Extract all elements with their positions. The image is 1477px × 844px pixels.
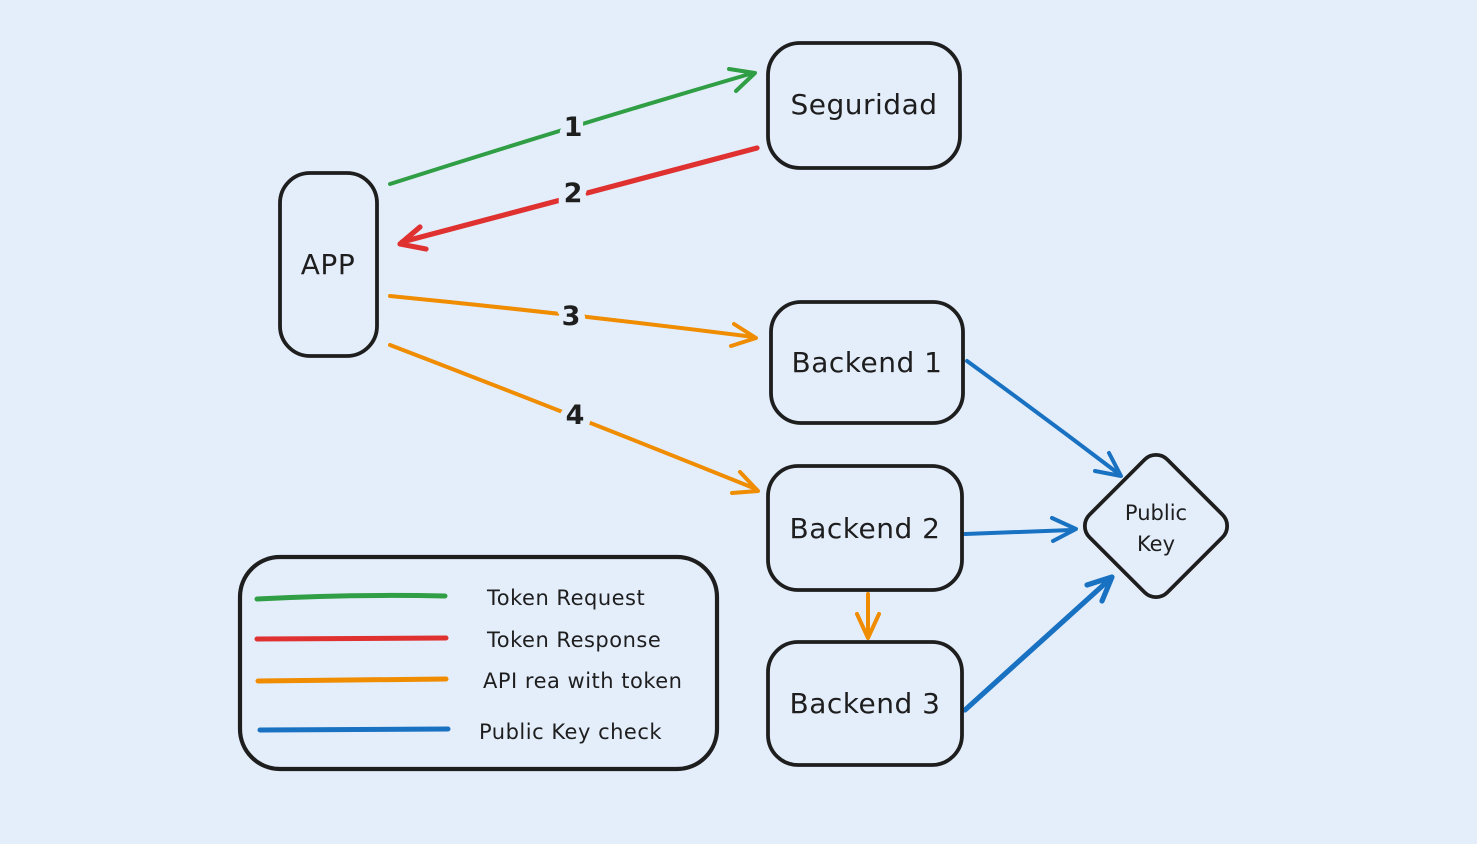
legend-label-api-req: API rea with token: [483, 669, 683, 693]
legend-item-public-key-check: Public Key check: [257, 720, 662, 744]
edge-api-req-backend1-number: 3: [562, 301, 581, 332]
node-seguridad[interactable]: Seguridad: [766, 41, 962, 170]
node-backend3-box[interactable]: [766, 640, 964, 767]
edge-token-request-arrowhead: [727, 67, 757, 93]
node-backend2-box[interactable]: [766, 464, 964, 592]
edge-backend2-publickey-line[interactable]: [963, 528, 1074, 536]
edge-token-response-number: 2: [564, 178, 583, 209]
edge-token-request-line[interactable]: [388, 71, 755, 186]
edge-api-req-backend2-arrowhead: [730, 470, 760, 495]
edge-backend1-publickey-arrowhead: [1093, 451, 1123, 478]
edge-backend3-publickey[interactable]: [962, 574, 1115, 713]
legend-label-token-request: Token Request: [486, 586, 645, 610]
node-public-key-diamond[interactable]: [1078, 448, 1234, 604]
node-public-key[interactable]: Public Key: [1078, 448, 1234, 604]
node-public-key-label-line1: Public: [1125, 501, 1187, 525]
edge-token-request-number: 1: [564, 112, 583, 143]
node-backend3-label: Backend 3: [790, 687, 941, 720]
node-seguridad-label: Seguridad: [790, 88, 937, 121]
legend-swatch-token-request: [254, 592, 448, 602]
node-app-label: APP: [301, 248, 355, 281]
edge-api-req-backend1-line[interactable]: [388, 294, 756, 339]
legend-label-token-response: Token Response: [486, 628, 661, 652]
edge-token-response-arrowhead: [397, 224, 429, 252]
node-backend1-box[interactable]: [769, 300, 965, 425]
legend-swatch-api-req: [255, 676, 449, 684]
edge-backend2-backend3[interactable]: [855, 592, 881, 640]
node-backend2[interactable]: Backend 2: [766, 464, 964, 592]
node-backend1-label: Backend 1: [792, 346, 943, 379]
legend-item-token-request: Token Request: [254, 586, 645, 610]
legend[interactable]: Token Request Token Response API rea wit…: [237, 554, 720, 772]
edge-api-req-backend1-arrowhead: [729, 322, 758, 348]
edge-backend3-publickey-arrowhead: [1084, 574, 1115, 604]
edge-backend2-publickey-arrowhead: [1050, 516, 1078, 543]
edge-token-response-line[interactable]: [399, 145, 760, 245]
legend-swatch-public-key-check: [257, 726, 451, 733]
node-public-key-label-line2: Key: [1137, 532, 1175, 556]
edge-backend2-publickey[interactable]: [963, 516, 1078, 543]
edge-api-req-backend2-line[interactable]: [388, 343, 758, 491]
node-seguridad-box[interactable]: [766, 41, 962, 170]
edge-backend1-publickey[interactable]: [965, 359, 1123, 478]
legend-box[interactable]: [237, 554, 720, 772]
node-app[interactable]: APP: [278, 171, 379, 358]
legend-item-token-response: Token Response: [254, 628, 661, 652]
legend-swatch-token-response: [254, 635, 449, 642]
node-backend3[interactable]: Backend 3: [766, 640, 964, 767]
node-backend2-label: Backend 2: [790, 512, 941, 545]
node-backend1[interactable]: Backend 1: [769, 300, 965, 425]
node-app-box[interactable]: [278, 171, 379, 358]
legend-label-public-key-check: Public Key check: [479, 720, 662, 744]
edge-backend3-publickey-line[interactable]: [962, 576, 1113, 713]
edge-api-req-backend2-number: 4: [566, 400, 585, 431]
edge-backend1-publickey-line[interactable]: [965, 359, 1121, 476]
legend-item-api-req: API rea with token: [255, 669, 683, 693]
edge-backend2-backend3-arrowhead: [855, 612, 881, 640]
